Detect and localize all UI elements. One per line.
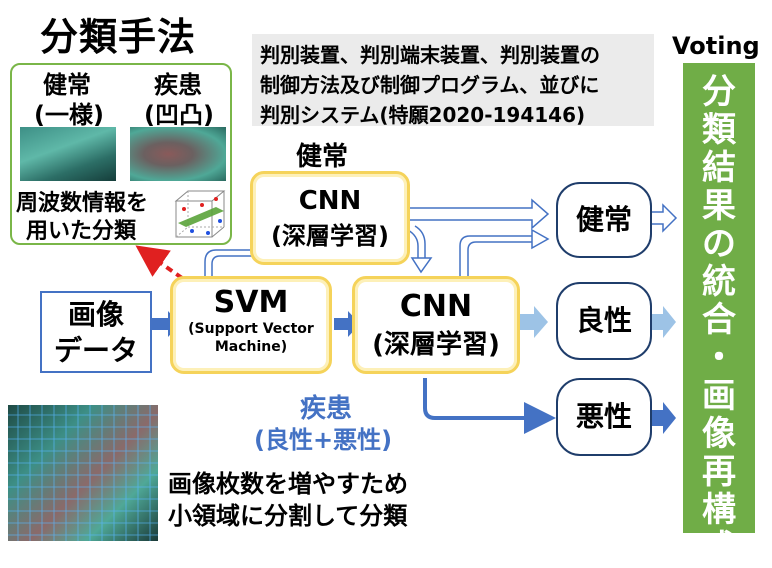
disease-branch-sub: (良性+悪性): [254, 426, 393, 454]
svm-box: SVM (Support Vector Machine): [170, 276, 332, 374]
disease-skin-image: [130, 127, 226, 181]
malignant-to-voting-arrow: [651, 402, 676, 434]
cnn-mid-to-healthy-arrow: [459, 235, 532, 278]
voting-char: 分: [702, 72, 736, 112]
cnn-top-title: CNN: [298, 186, 362, 216]
voting-char: 結: [702, 148, 736, 188]
input-line-2: データ: [53, 334, 138, 367]
frequency-method-box: 健常 (一様) 疾患 (凹凸) 周波数情報を 用いた分類: [10, 63, 232, 245]
cnn-to-malignant-arrow: [423, 378, 556, 434]
healthy-label: 健常: [43, 71, 91, 99]
output-malignant: 悪性: [556, 378, 652, 456]
voting-char: 画: [702, 376, 736, 416]
patch-line-1: 画像枚数を増やすため: [168, 470, 408, 498]
input-line-1: 画像: [67, 298, 124, 331]
cnn-top-to-healthy-arrow: [407, 198, 550, 230]
cnn-mid-box: CNN (深層学習): [352, 276, 520, 374]
voting-char: 合: [702, 300, 736, 340]
patch-grid-image: [8, 405, 158, 541]
patent-line-2: 制御方法及び制御プログラム、並びに: [260, 73, 600, 97]
patent-line-3: 判別システム(特願2020-194146): [260, 103, 586, 127]
voting-char: 構: [702, 490, 736, 530]
cnn-top-box: CNN (深層学習): [250, 171, 410, 265]
cnn-mid-sub: (深層学習): [372, 330, 500, 360]
grid-overlay: [8, 405, 158, 541]
svm-to-method-arrow: [135, 245, 184, 280]
frequency-text-line-1: 周波数情報を: [16, 191, 149, 216]
page-title: 分類手法: [40, 15, 197, 59]
output-healthy: 健常: [556, 182, 652, 258]
cnn-top-sub: (深層学習): [271, 222, 389, 250]
patch-description: 画像枚数を増やすため 小領域に分割して分類: [168, 468, 408, 532]
image-data-box: 画像 データ: [40, 291, 152, 373]
benign-to-voting-arrow: [651, 306, 676, 338]
voting-char: 成: [702, 528, 736, 568]
svm-to-cnn-top-arrow: [204, 249, 252, 276]
healthy-to-voting-arrow: [650, 203, 678, 233]
voting-char: の: [702, 224, 736, 264]
voting-char: 果: [702, 186, 736, 226]
voting-char: 統: [702, 262, 736, 302]
healthy-sublabel: (一様): [34, 101, 104, 129]
disease-branch-label: 疾患: [300, 394, 353, 424]
frequency-text-line-2: 用いた分類: [26, 219, 137, 244]
voting-char: 再: [702, 452, 736, 492]
cnn-mid-title: CNN: [399, 289, 473, 324]
hyperplane-cube-icon: [174, 190, 226, 238]
cnn-to-benign-arrow: [520, 306, 548, 338]
voting-char: 像: [702, 414, 736, 454]
output-benign: 良性: [556, 282, 652, 360]
cnn-top-to-cnn-mid-arrow: [414, 225, 426, 258]
voting-char: 類: [702, 110, 736, 150]
healthy-skin-image: [20, 127, 116, 181]
voting-char: ・: [702, 338, 736, 378]
svm-sub-1: (Support Vector: [188, 321, 314, 337]
disease-label: 疾患: [154, 71, 202, 99]
voting-result-bar: 分 類 結 果 の 統 合 ・ 画 像 再 構 成: [683, 63, 755, 567]
patent-reference-box: 判別装置、判別端末装置、判別装置の 制御方法及び制御プログラム、並びに 判別シス…: [252, 34, 654, 127]
patent-line-1: 判別装置、判別端末装置、判別装置の: [260, 43, 600, 67]
svm-sub-2: Machine): [214, 339, 288, 355]
cnn-top-header: 健常: [296, 142, 349, 172]
svm-title: SVM: [213, 285, 289, 320]
voting-title: Voting: [672, 32, 760, 60]
patch-line-2: 小領域に分割して分類: [168, 502, 408, 530]
disease-sublabel: (凹凸): [144, 101, 214, 129]
